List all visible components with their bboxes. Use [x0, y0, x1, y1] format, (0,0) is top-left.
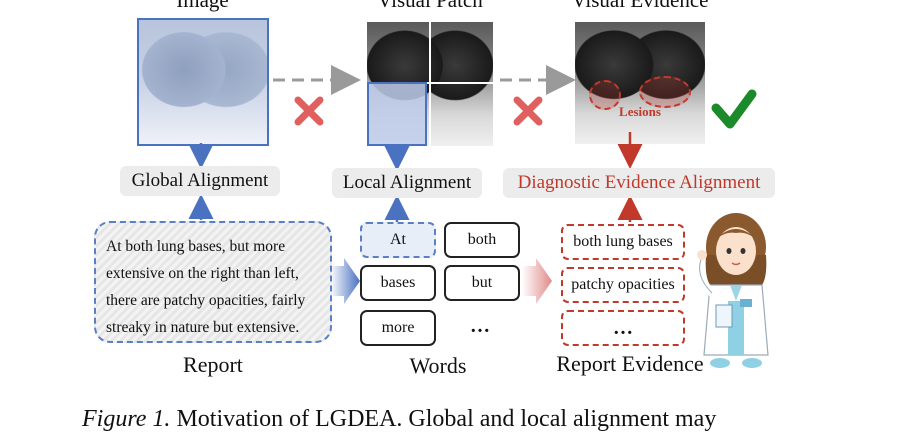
image-title: Image: [176, 0, 229, 12]
evidence-ellipsis: …: [561, 310, 685, 346]
word-both: both: [444, 222, 520, 258]
report-line: there are patchy opacities, fairly: [106, 292, 306, 309]
evidence-patchy-opacities: patchy opacities: [561, 267, 685, 303]
lesions-label: Lesions: [619, 104, 661, 119]
local-alignment-label: Local Alignment: [332, 168, 482, 198]
caption-text: Motivation of LGDEA. Global and local al…: [176, 406, 717, 432]
visual-patch-title: Visual Patch: [377, 0, 483, 12]
chest-xray-evidence: Lesions: [575, 22, 705, 144]
patch-grid-vertical: [429, 22, 431, 146]
word-ellipsis: …: [470, 315, 490, 337]
patch-grid-horizontal: [367, 82, 493, 84]
figure-caption: Figure 1. Motivation of LGDEA. Global an…: [82, 406, 716, 433]
lesion-region-left: [589, 80, 621, 110]
words-label: Words: [409, 353, 467, 378]
report-to-words-arrow: [330, 258, 360, 304]
clipboard-icon: [715, 304, 733, 328]
doctor-face: [716, 227, 756, 275]
word-bases: bases: [360, 265, 436, 301]
evidence-both-lung-bases: both lung bases: [561, 224, 685, 260]
word-more: more: [360, 310, 436, 346]
report-line: extensive on the right than left,: [106, 265, 299, 282]
word-but: but: [444, 265, 520, 301]
diagnostic-evidence-alignment-label: Diagnostic Evidence Alignment: [503, 168, 775, 198]
report-line: At both lung bases, but more: [106, 238, 286, 255]
visual-evidence-title: Visual Evidence: [571, 0, 709, 12]
chest-xray-patches: [367, 22, 493, 146]
check-icon: [711, 89, 757, 129]
word-at: At: [360, 222, 436, 258]
report-line: streaky in nature but extensive.: [106, 319, 300, 336]
report-label: Report: [183, 352, 243, 377]
report-evidence-label: Report Evidence: [556, 351, 704, 376]
highlighted-patch: [367, 82, 427, 146]
cross-icon-1: [294, 96, 324, 126]
report-text-box: At both lung bases, but more extensive o…: [94, 221, 332, 343]
words-to-evidence-arrow: [522, 258, 552, 304]
doctor-illustration: [695, 213, 769, 368]
figure-number: Figure 1.: [82, 406, 171, 432]
lesion-region-right: [639, 76, 691, 108]
chest-xray-image: [137, 18, 269, 146]
global-alignment-label: Global Alignment: [120, 166, 280, 196]
cross-icon-2: [513, 96, 543, 126]
